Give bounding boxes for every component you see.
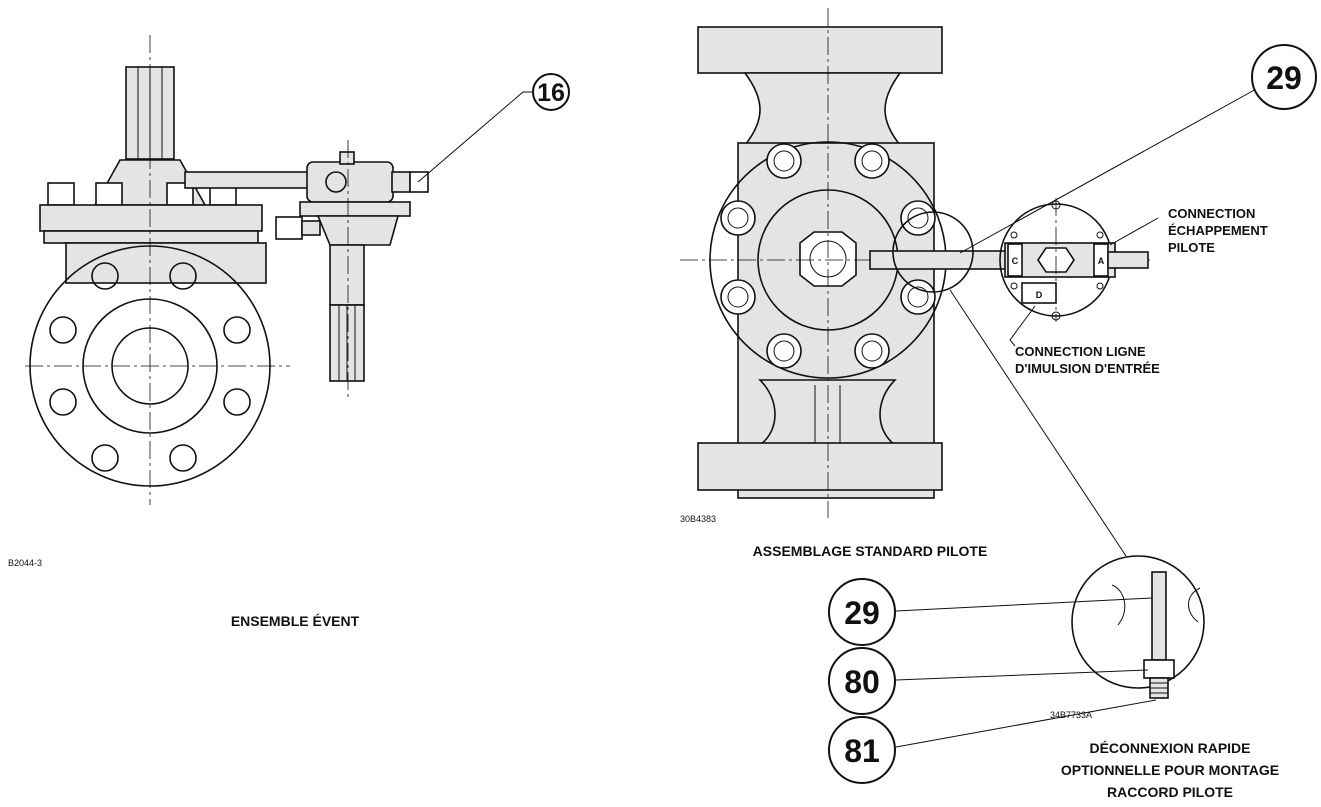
drawing-number-detail: 34B7733A [1050,710,1092,720]
svg-text:DÉCONNEXION RAPIDE: DÉCONNEXION RAPIDE [1089,740,1250,756]
caption-left: ENSEMBLE ÉVENT [231,613,360,629]
callout-29-detail: 29 [828,578,896,646]
vent-assembly-drawing [25,35,534,505]
svg-text:16: 16 [537,79,565,107]
drawing-number-center: 30B4383 [680,514,716,524]
svg-text:ÉCHAPPEMENT: ÉCHAPPEMENT [1168,223,1268,238]
svg-text:PILOTE: PILOTE [1168,240,1215,255]
inlet-connection-note: CONNECTION LIGNE D'IMULSION D'ENTRÉE [1015,344,1160,376]
svg-text:OPTIONNELLE POUR MONTAGE: OPTIONNELLE POUR MONTAGE [1061,762,1279,778]
svg-text:81: 81 [844,733,880,769]
callout-29-top: 29 [1251,44,1317,110]
svg-text:RACCORD PILOTE: RACCORD PILOTE [1107,784,1233,800]
port-label-c: C [1012,256,1019,266]
svg-text:29: 29 [1266,60,1302,96]
port-label-a: A [1098,256,1105,266]
svg-text:CONNECTION LIGNE: CONNECTION LIGNE [1015,344,1146,359]
callout-16: 16 [532,73,570,111]
svg-text:D'IMULSION D'ENTRÉE: D'IMULSION D'ENTRÉE [1015,361,1160,376]
callout-81: 81 [828,716,896,784]
drawing-number-left: B2044-3 [8,558,42,568]
caption-detail: DÉCONNEXION RAPIDE OPTIONNELLE POUR MONT… [1061,740,1279,800]
caption-center: ASSEMBLAGE STANDARD PILOTE [753,543,988,559]
quick-disconnect-detail-drawing [895,555,1205,748]
callout-80: 80 [828,647,896,715]
port-label-d: D [1036,290,1043,300]
svg-text:29: 29 [844,595,880,631]
svg-text:80: 80 [844,664,880,700]
pilot-assembly-drawing [680,8,1259,557]
exhaust-connection-note: CONNECTION ÉCHAPPEMENT PILOTE [1168,206,1268,255]
svg-text:CONNECTION: CONNECTION [1168,206,1255,221]
